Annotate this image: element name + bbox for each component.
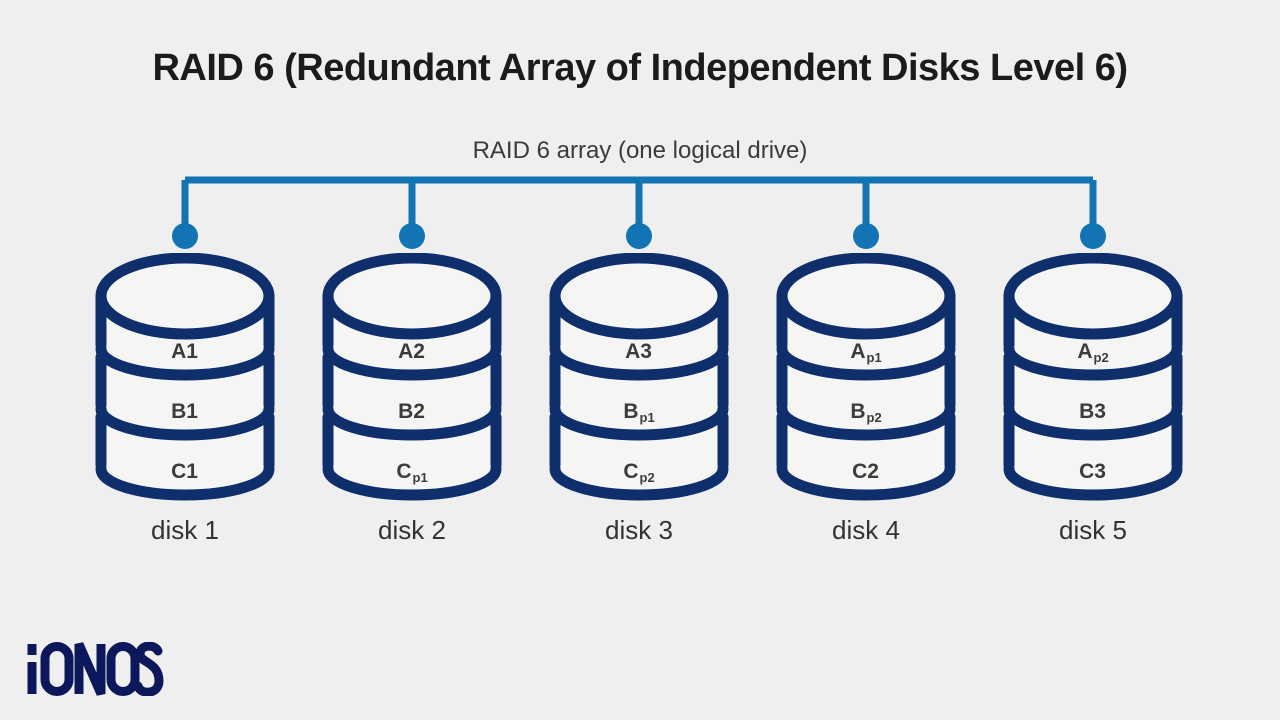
block-label: Cp2 — [623, 460, 655, 485]
connector-dot — [1080, 223, 1106, 249]
disk-cylinder-icon — [549, 253, 729, 501]
disk-name: disk 1 — [151, 515, 219, 545]
block-label: Bp1 — [623, 400, 655, 425]
disk-3: A3 Bp1 Cp2 disk 3 — [544, 253, 734, 545]
block-label: B1 — [171, 400, 198, 423]
disk-name: disk 4 — [832, 515, 900, 545]
block-label: Bp2 — [850, 400, 882, 425]
disk-name: disk 3 — [605, 515, 673, 545]
disk-cylinder-icon — [322, 253, 502, 501]
block-label: A3 — [625, 340, 652, 363]
ionos-logo — [27, 642, 164, 696]
page-title: RAID 6 (Redundant Array of Independent D… — [152, 47, 1128, 90]
disk-1: A1 B1 C1 disk 1 — [90, 253, 280, 545]
connector-dot — [626, 223, 652, 249]
disk-name: disk 2 — [378, 515, 446, 545]
disk-name: disk 5 — [1059, 515, 1127, 545]
array-label: RAID 6 array (one logical drive) — [472, 137, 808, 164]
block-label: C1 — [171, 460, 198, 483]
disk-cylinder-icon — [776, 253, 956, 501]
block-label: C3 — [1079, 460, 1106, 483]
block-label: Ap2 — [1077, 340, 1109, 365]
block-label: A2 — [398, 340, 425, 363]
connector-dot — [853, 223, 879, 249]
array-connector — [172, 176, 1106, 249]
block-label: B3 — [1079, 400, 1106, 423]
block-label: Ap1 — [850, 340, 882, 365]
block-label: B2 — [398, 400, 425, 423]
block-label: Cp1 — [396, 460, 428, 485]
block-label: C2 — [852, 460, 879, 483]
block-label: A1 — [171, 340, 198, 363]
connector-dot — [399, 223, 425, 249]
disk-cylinder-icon — [95, 253, 275, 501]
disk-2: A2 B2 Cp1 disk 2 — [317, 253, 507, 545]
connector-dot — [172, 223, 198, 249]
disk-cylinder-icon — [1003, 253, 1183, 501]
disk-4: Ap1 Bp2 C2 disk 4 — [771, 253, 961, 545]
disk-5: Ap2 B3 C3 disk 5 — [998, 253, 1188, 545]
